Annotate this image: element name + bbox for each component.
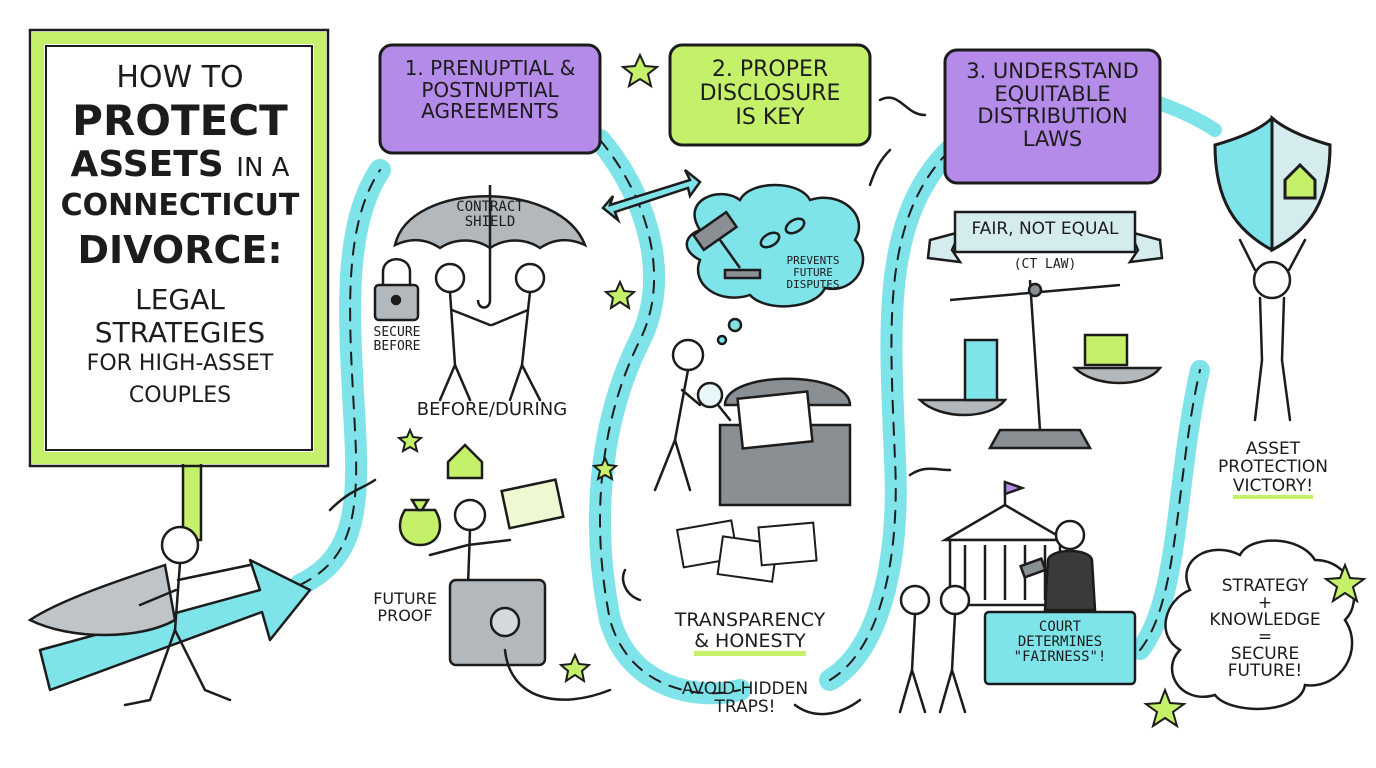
future-line-2: PROOF (377, 606, 433, 626)
step-1-line-3: AGREEMENTS (421, 99, 559, 124)
title-line-6: LEGAL (135, 283, 225, 316)
safe-icon (448, 578, 547, 667)
step-3-line-3: DISTRIBUTION (977, 104, 1128, 129)
court-banner (983, 610, 1137, 686)
gavel-icon (691, 210, 762, 280)
future-line-1: FUTURE (373, 589, 437, 608)
step-1-heading: 1. PRENUPTIAL & POSTNUPTIAL AGREEMENTS (382, 56, 598, 124)
ct-law-label: (CT LAW) (1013, 257, 1077, 272)
victory-label: ASSET PROTECTION VICTORY! (1208, 439, 1338, 500)
judge-figure (1019, 519, 1097, 612)
title-line-3: ASSETS IN A (60, 144, 300, 185)
padlock-icon (373, 258, 420, 322)
double-arrow (601, 169, 702, 224)
cloud-line-3: DISPUTES (786, 277, 840, 291)
title-assets: ASSETS (70, 144, 224, 185)
title-sign (28, 28, 330, 542)
secure-line-2: BEFORE (373, 339, 421, 355)
summary-line-6: FUTURE! (1227, 661, 1303, 681)
summary-line-3: KNOWLEDGE (1209, 610, 1321, 630)
step-2-box (668, 43, 872, 147)
title-line-7: STRATEGIES (94, 316, 266, 349)
star-icons (396, 52, 1367, 729)
money-bag-icon (398, 498, 442, 547)
happy-figure (428, 498, 512, 587)
shield-icon (1213, 114, 1332, 253)
umbrella-icon (393, 185, 588, 309)
title-line-2: PROTECT (72, 96, 288, 145)
step-2-heading: 2. PROPER DISCLOSURE IS KEY (672, 58, 868, 129)
cloud-label: PREVENTS FUTURE DISPUTES (768, 255, 858, 291)
certificate-icon (500, 478, 565, 530)
future-proof-label: FUTURE PROOF (355, 590, 455, 625)
court-line-2: DETERMINES (1017, 634, 1103, 651)
avoid-line-1: AVOID HIDDEN (681, 679, 809, 699)
summary-line-2: + (1257, 593, 1273, 613)
step-2-line-1: 2. PROPER (711, 57, 829, 82)
secure-before-label: SECURE BEFORE (352, 325, 442, 355)
step-1-line-1: 1. PRENUPTIAL & (404, 56, 576, 80)
umbrella-label: CONTRACT SHIELD (430, 199, 550, 231)
transparency-line-2: & HONESTY (694, 630, 806, 657)
cloud-line-2: FUTURE (793, 265, 833, 279)
treasure-chest-icon (718, 377, 852, 507)
step-1-box (378, 43, 602, 155)
broken-chain-icon (759, 217, 806, 249)
court-line-1: COURT (1038, 619, 1082, 635)
transparency-label: TRANSPARENCY & HONESTY (655, 609, 845, 657)
document-pile-icon (675, 519, 818, 583)
balance-scale-icon (916, 279, 1163, 450)
court-label: COURT DETERMINES "FAIRNESS"! (988, 619, 1132, 666)
avoid-traps-label: AVOID HIDDEN TRAPS! (665, 680, 825, 717)
victory-figure (1238, 238, 1307, 422)
avoid-line-2: TRAPS! (714, 697, 776, 718)
title-in-a: IN A (236, 153, 290, 183)
victory-line-3: VICTORY! (1232, 476, 1314, 500)
step-1-line-2: POSTNUPTIAL (421, 77, 559, 102)
before-during-label: BEFORE/DURING (416, 399, 568, 420)
title-line-8: FOR HIGH-ASSET (86, 351, 274, 376)
umbrella-line-1: CONTRACT (456, 199, 524, 215)
superhero-figure (27, 525, 252, 707)
summary-line-5: SECURE (1230, 644, 1300, 664)
step-3-heading: 3. UNDERSTAND EQUITABLE DISTRIBUTION LAW… (947, 60, 1158, 151)
title-line-5: DIVORCE: (77, 228, 283, 272)
secure-line-1: SECURE (373, 325, 421, 340)
fair-banner (926, 210, 1164, 264)
victory-line-2: PROTECTION (1218, 457, 1328, 478)
magnifier-figure (653, 338, 732, 492)
summary-line-4: = (1257, 627, 1273, 647)
people-figures (898, 584, 971, 714)
house-icon (446, 443, 484, 480)
victory-line-1: ASSET (1245, 439, 1301, 459)
step-3-line-4: LAWS (1022, 127, 1083, 152)
step-3-line-2: EQUITABLE (994, 81, 1111, 106)
step-3-line-1: 3. UNDERSTAND (966, 59, 1139, 83)
summary-line-1: STRATEGY (1221, 576, 1309, 596)
step-3-box (943, 48, 1162, 185)
transparency-line-1: TRANSPARENCY (674, 609, 826, 631)
step-2-line-3: IS KEY (735, 104, 805, 130)
handshake-figures (434, 262, 546, 402)
title-line-1: HOW TO (116, 60, 244, 95)
umbrella-line-2: SHIELD (464, 214, 516, 231)
court-line-3: "FAIRNESS"! (1013, 649, 1107, 666)
summary-cloud (1164, 539, 1356, 711)
title-line-4: CONNECTICUT (60, 188, 300, 223)
cloud-line-1: PREVENTS (786, 254, 840, 267)
summary-label: STRATEGY + KNOWLEDGE = SECURE FUTURE! (1180, 578, 1350, 680)
title-line-9: COUPLES (128, 383, 232, 408)
fair-banner-label: FAIR, NOT EQUAL (971, 219, 1119, 239)
step-2-line-2: DISCLOSURE (699, 80, 841, 106)
connector-arrows (328, 96, 952, 716)
